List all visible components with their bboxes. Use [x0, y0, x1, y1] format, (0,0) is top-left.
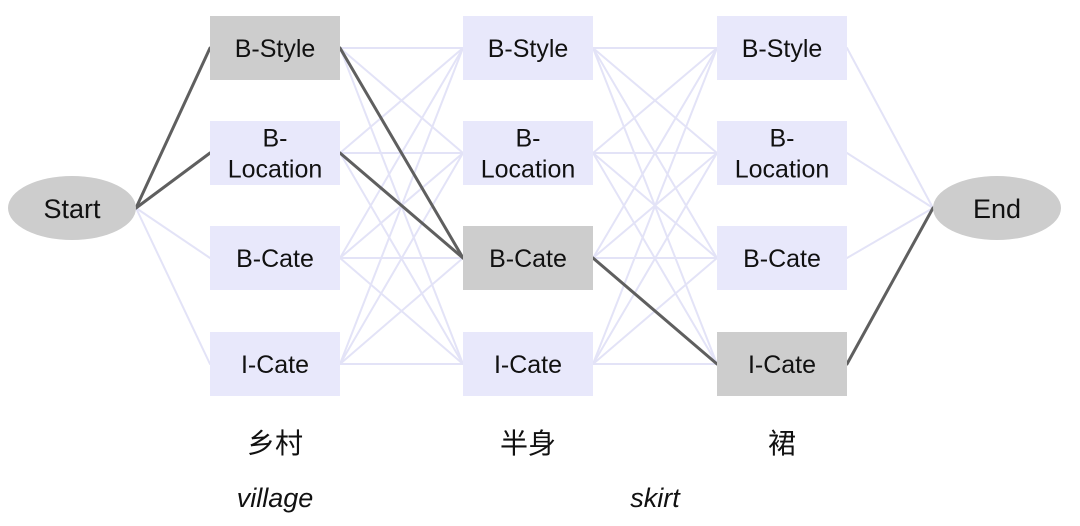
tag-node-label: B-	[516, 125, 541, 153]
skirt-translation: skirt	[630, 483, 681, 513]
candidate-edge	[592, 47, 718, 259]
tag-node-box	[717, 332, 847, 396]
candidate-edge	[592, 47, 718, 154]
tag-node-selected: I-Cate	[717, 332, 847, 396]
tag-node-label: Location	[481, 156, 576, 184]
path-edge	[591, 256, 719, 366]
candidate-edge	[592, 47, 718, 365]
tag-node-box	[210, 226, 340, 290]
tag-node-selected: B-Style	[210, 16, 340, 80]
end-label: End	[973, 194, 1021, 224]
end-node	[933, 176, 1061, 240]
tag-node-label: B-Style	[742, 35, 823, 63]
candidate-edge	[135, 207, 211, 259]
candidate-edge	[846, 152, 934, 209]
tag-node-box	[463, 332, 593, 396]
tag-node-box	[463, 16, 593, 80]
tag-node-box	[463, 226, 593, 290]
tag-node: B-Cate	[210, 226, 340, 290]
token-labels: 乡村 village 半身 裙	[237, 427, 796, 513]
candidate-edge	[339, 152, 464, 365]
tag-node: B-Style	[463, 16, 593, 80]
tag-node-label: B-Cate	[236, 245, 314, 273]
tag-node-label: Location	[228, 156, 323, 184]
tag-node-label: B-Style	[488, 35, 569, 63]
tag-node-box	[463, 121, 593, 185]
candidate-edge	[846, 207, 934, 259]
candidate-edge	[339, 257, 464, 365]
start-node	[8, 176, 136, 240]
tag-node: B-Cate	[717, 226, 847, 290]
tag-node: B- Location	[463, 121, 593, 185]
tag-node-label: I-Cate	[241, 351, 309, 379]
tag-node-label: Location	[735, 156, 830, 184]
tag-node-box	[717, 121, 847, 185]
tag-node-box	[210, 332, 340, 396]
tag-node-label: B-	[263, 125, 288, 153]
tag-node-label: B-Style	[235, 35, 316, 63]
tag-node: I-Cate	[463, 332, 593, 396]
tag-node-label: B-	[770, 125, 795, 153]
path-edge	[338, 46, 465, 260]
path-edge	[845, 206, 935, 366]
tag-node-label: I-Cate	[494, 351, 562, 379]
selected-path-edges	[134, 46, 935, 366]
tag-node-selected: B-Cate	[463, 226, 593, 290]
path-edge	[134, 46, 212, 210]
candidate-edge	[592, 152, 718, 365]
tag-node: I-Cate	[210, 332, 340, 396]
candidate-edge	[339, 47, 464, 154]
candidate-edge	[135, 207, 211, 365]
token-word: 半身	[500, 427, 556, 460]
tag-node-label: B-Cate	[743, 245, 821, 273]
path-edge	[338, 151, 465, 260]
start-label: Start	[43, 194, 101, 224]
tag-node-box	[717, 16, 847, 80]
tag-node-box	[210, 121, 340, 185]
candidate-edge	[846, 47, 934, 209]
path-edge	[134, 151, 212, 210]
tag-node-label: I-Cate	[748, 351, 816, 379]
token-word: 乡村	[247, 427, 303, 460]
tag-node-label: B-Cate	[489, 245, 567, 273]
token-word: 裙	[768, 427, 796, 460]
token-translation: village	[237, 483, 314, 513]
tag-node: B-Style	[717, 16, 847, 80]
tag-node-box	[210, 16, 340, 80]
tag-node: B- Location	[717, 121, 847, 185]
candidate-edges	[135, 47, 934, 365]
terminal-nodes: Start End	[8, 176, 1061, 240]
tag-node: B- Location	[210, 121, 340, 185]
tag-node-box	[717, 226, 847, 290]
